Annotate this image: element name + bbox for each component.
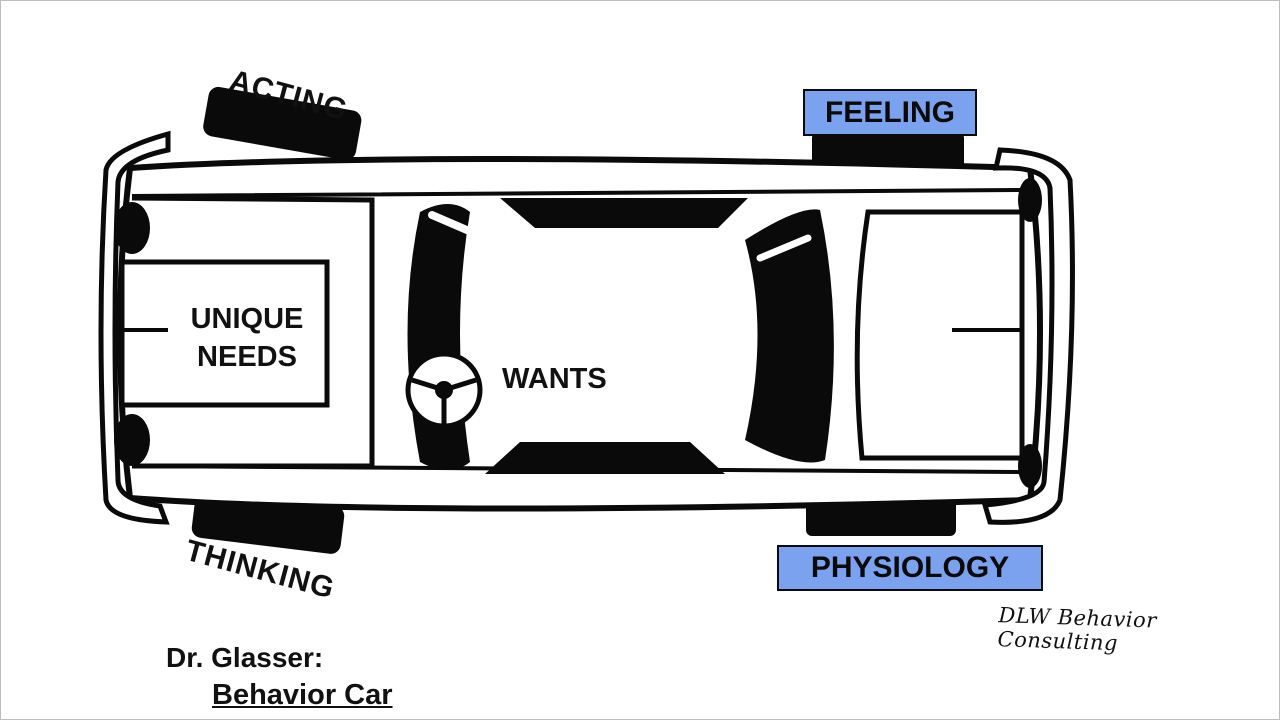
headlight-bottom xyxy=(114,414,150,466)
unique-needs-label: UNIQUE NEEDS xyxy=(190,303,304,373)
author-title: Dr. Glasser: xyxy=(166,642,324,673)
headlight-top xyxy=(114,202,150,254)
rear-window xyxy=(745,209,834,463)
credit-signature: DLW Behavior Consulting xyxy=(997,603,1158,656)
rear-bumper xyxy=(981,147,1075,525)
wants-label: WANTS xyxy=(502,363,607,395)
trunk xyxy=(854,209,1025,461)
front-left-wheel xyxy=(203,86,362,160)
rear-window-glare xyxy=(756,234,812,262)
side-window-top xyxy=(500,198,748,228)
rear-right-wheel xyxy=(806,500,956,536)
windshield-glare xyxy=(428,211,494,244)
taillight-bottom xyxy=(1018,444,1042,488)
feeling-box: FEELING xyxy=(803,89,977,136)
hood-panel xyxy=(119,259,330,408)
taillight-top xyxy=(1018,178,1042,222)
hood xyxy=(131,195,375,469)
side-window-bottom xyxy=(485,442,725,474)
steering-spokes xyxy=(411,377,477,426)
physiology-box: PHYSIOLOGY xyxy=(777,545,1043,591)
front-bumper xyxy=(98,130,171,525)
diagram-title: Behavior Car xyxy=(212,679,393,711)
